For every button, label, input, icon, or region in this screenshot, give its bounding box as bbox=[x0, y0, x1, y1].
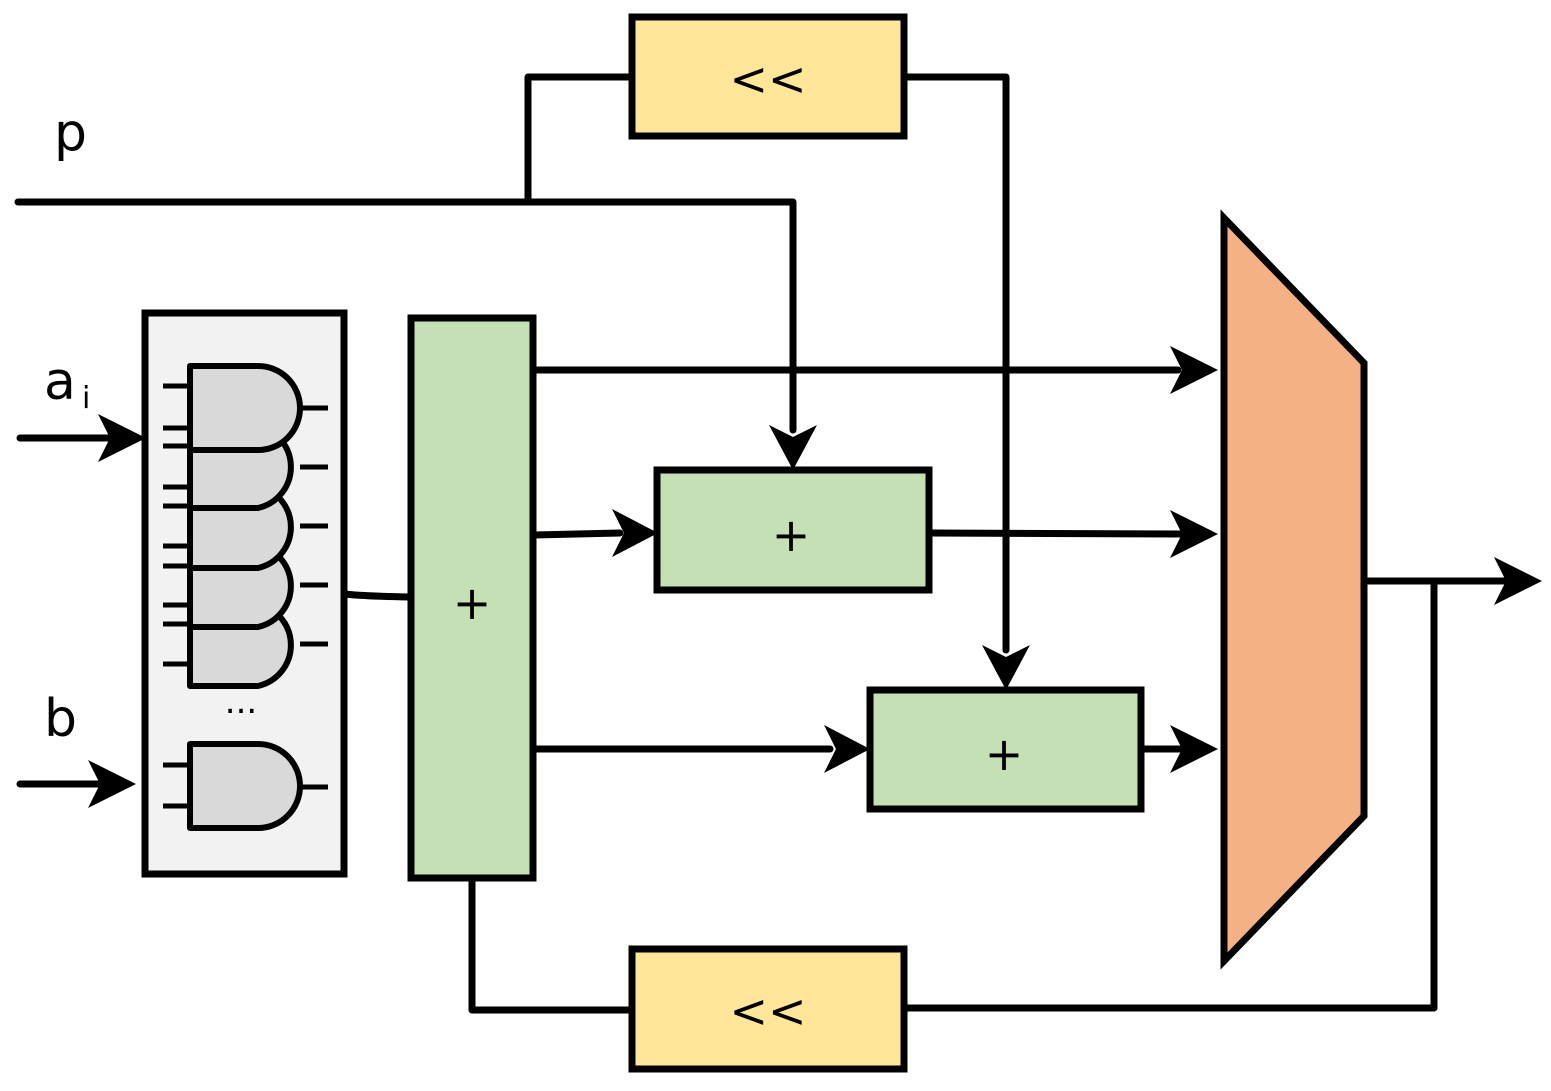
wire-shift-top-to-adder-low bbox=[900, 73, 1010, 654]
and-gate-6 bbox=[163, 741, 328, 831]
arrowhead-to-adder-low bbox=[824, 725, 870, 773]
shift-top-box bbox=[628, 13, 908, 140]
adder-main-label: + bbox=[453, 576, 492, 630]
label-p: p bbox=[54, 103, 87, 163]
arrowhead-mux-in-1 bbox=[1170, 346, 1218, 394]
label-a: a bbox=[44, 352, 76, 412]
adder-mid-label: + bbox=[772, 508, 811, 562]
wire-adder-main-to-shift-bottom bbox=[468, 874, 636, 1014]
arrowhead-shift-to-adder-low bbox=[982, 645, 1030, 690]
wire-gates-to-adder-main bbox=[341, 590, 414, 601]
arrowhead-b-input bbox=[88, 760, 136, 808]
adder-low-box bbox=[866, 686, 1145, 813]
multiplexer bbox=[1220, 209, 1368, 970]
wire-adder-main-to-adder-mid bbox=[530, 529, 624, 539]
arrowhead-to-adder-mid bbox=[612, 509, 658, 557]
shift-bottom-label: << bbox=[729, 984, 806, 1038]
arrowhead-mux-output bbox=[1494, 557, 1542, 605]
adder-low-label: + bbox=[985, 727, 1024, 781]
label-a-subscript: i bbox=[82, 381, 90, 416]
arrowhead-mux-in-2 bbox=[1170, 510, 1218, 558]
wire-feedback bbox=[900, 577, 1438, 1012]
arrowhead-p-to-adder-mid bbox=[769, 425, 817, 470]
wire-p-input bbox=[14, 198, 797, 434]
shift-bottom-box bbox=[628, 945, 908, 1073]
arrowhead-a-input bbox=[98, 414, 146, 462]
arrowhead-mux-in-3 bbox=[1170, 725, 1218, 773]
wire-adder-mid-to-mux bbox=[926, 529, 1184, 538]
label-b: b bbox=[44, 689, 77, 749]
adder-main-box bbox=[407, 314, 537, 882]
adder-mid-box bbox=[653, 466, 933, 594]
shift-top-label: << bbox=[729, 52, 806, 106]
wire-p-to-shift-top bbox=[524, 73, 636, 206]
and-gate-1 bbox=[163, 363, 328, 453]
